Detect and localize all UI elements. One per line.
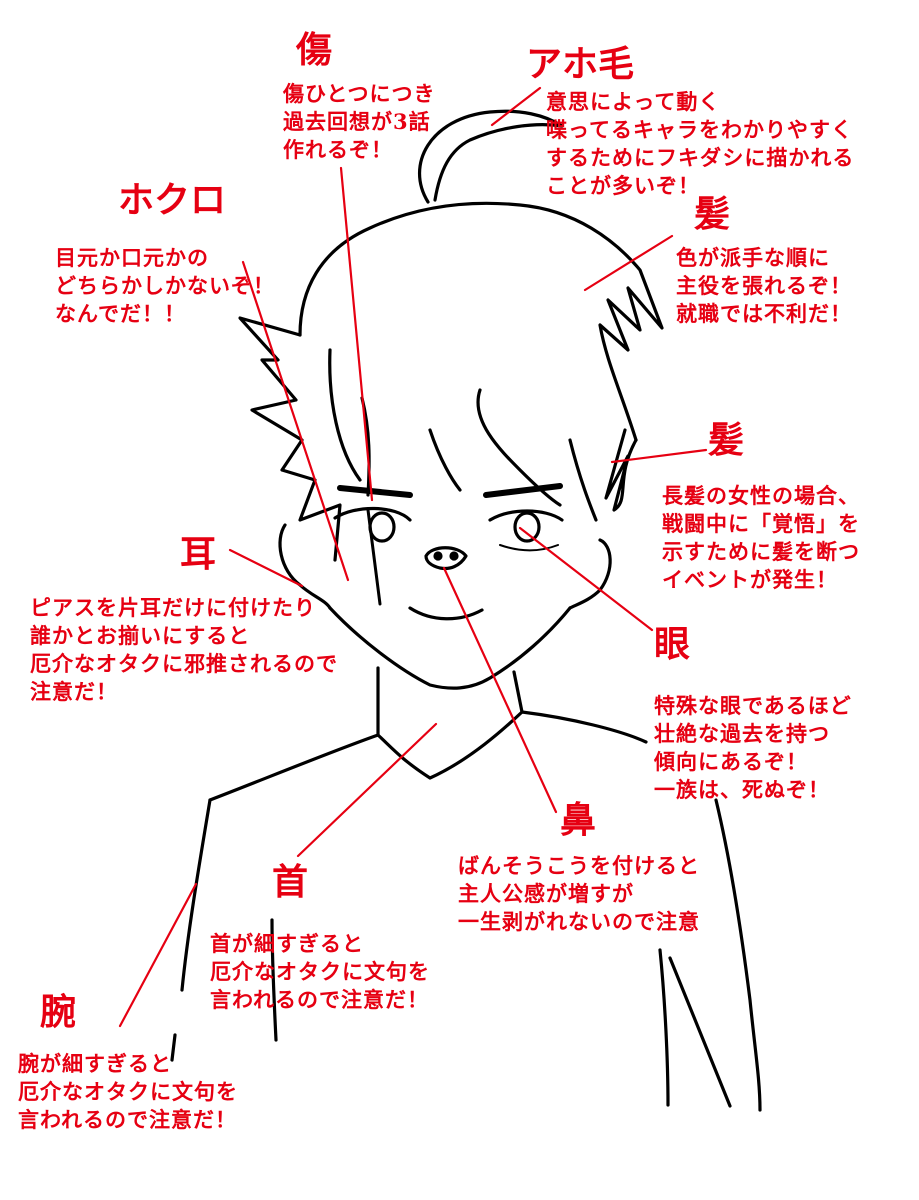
hair-right-inner — [568, 438, 598, 522]
leader-ear — [228, 548, 304, 588]
eyebrow-right — [483, 483, 563, 498]
eye-text: 特殊な眼であるほど 壮絶な過去を持つ 傾向にあるぞ！ 一族は、死ぬぞ！ — [654, 693, 852, 802]
leader-eye — [518, 526, 654, 632]
arm-right-inner — [658, 948, 670, 1107]
ear-text: ピアスを片耳だけに付けたり 誰かとお揃いにすると 厄介なオタクに邪推されるので … — [30, 595, 338, 704]
neck-text: 首が細すぎると 厄介なオタクに文句を 言われるので注意だ！ — [210, 931, 430, 1012]
hair1-title: 髪 — [694, 193, 731, 235]
neck-title: 首 — [272, 861, 309, 903]
collar — [376, 710, 524, 780]
hair2-title: 髪 — [708, 419, 745, 461]
arm-title: 腕 — [40, 991, 77, 1033]
ahoge-strand — [417, 109, 564, 204]
scar-text: 傷ひとつにつき 過去回想が3話 作れるぞ！ — [283, 81, 436, 162]
neck-right — [512, 670, 524, 714]
leader-nose — [442, 566, 558, 814]
hair-outline — [298, 201, 664, 442]
torso-left — [270, 918, 278, 1042]
shoulder-right — [520, 710, 648, 744]
ahoge-title: アホ毛 — [526, 43, 635, 85]
arm-left-outer — [180, 798, 212, 992]
hair-top-right — [476, 388, 562, 507]
leader-hair2 — [610, 448, 708, 464]
arm-right-outer — [714, 798, 762, 1112]
hair-left-spikes — [238, 316, 342, 562]
leader-ahoge — [490, 86, 542, 127]
nose — [424, 546, 468, 571]
eyebrow-left — [337, 485, 413, 498]
arm-text: 腕が細すぎると 厄介なオタクに文句を 言われるので注意だ！ — [18, 1051, 238, 1132]
hair1-text: 色が派手な順に 主役を張れるぞ！ 就職では不利だ！ — [676, 245, 852, 326]
arm-left-inner — [170, 1033, 177, 1062]
mole-text: 目元か口元かの どちらかしかないぞ！ なんでだ！！ — [55, 245, 275, 326]
mole-title: ホクロ — [118, 179, 227, 221]
leader-hair1 — [583, 234, 674, 292]
hair-inner-strand — [428, 428, 462, 492]
shoulder-left — [208, 733, 380, 802]
jaw — [328, 606, 572, 690]
armpit-right — [668, 956, 732, 1108]
ahoge-text: 意思によって動く 喋ってるキャラをわかりやすく するためにフキダシに描かれる こ… — [546, 89, 855, 198]
hair-inner-left — [328, 348, 362, 482]
eye-right — [488, 509, 564, 522]
face-right-side — [568, 538, 612, 610]
leader-arm — [118, 882, 198, 1028]
eye-left — [333, 506, 412, 522]
mouth — [408, 606, 484, 621]
scar-title: 傷 — [296, 29, 333, 71]
nose-title: 鼻 — [560, 799, 597, 841]
leader-scar — [339, 166, 374, 502]
hair2-text: 長髪の女性の場合、 戦闘中に「覚悟」を 示すために髪を断つ イベントが発生！ — [662, 483, 860, 592]
leader-neck — [296, 722, 438, 858]
hair-right-side — [604, 428, 638, 512]
nose-text: ばんそうこうを付けると 主人公感が増すが 一生剥がれないので注意 — [458, 853, 700, 934]
scar-mark — [366, 508, 382, 606]
leader-mole — [241, 260, 350, 582]
eye-title: 眼 — [654, 623, 691, 665]
ear-title: 耳 — [180, 533, 217, 575]
